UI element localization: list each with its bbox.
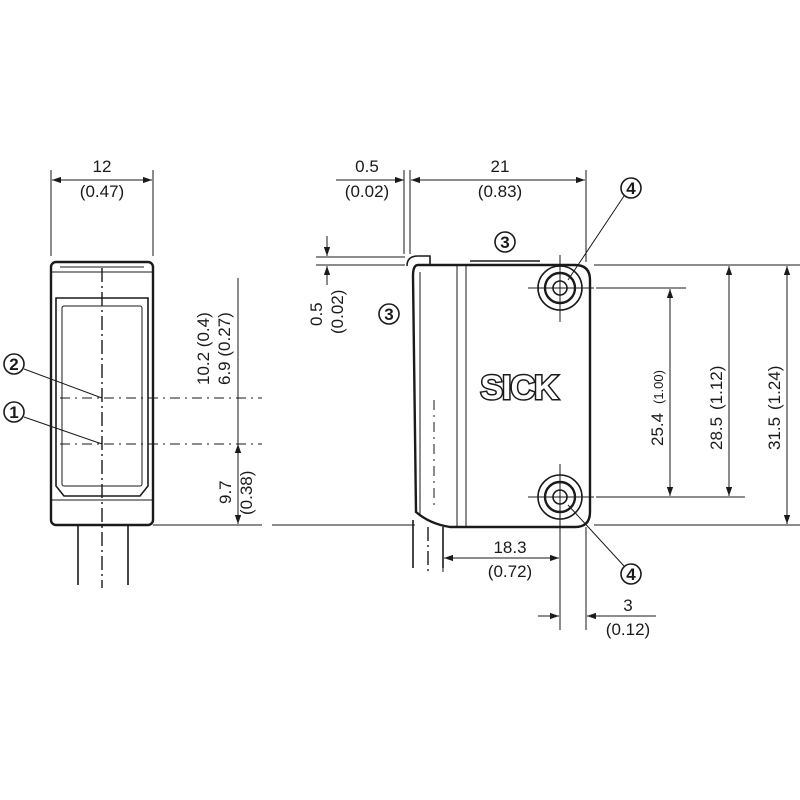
callout-2: 2 bbox=[3, 353, 103, 399]
callout-4-top: 4 bbox=[567, 177, 642, 281]
side-housing bbox=[411, 263, 592, 529]
front-width-mm: 12 bbox=[93, 157, 112, 176]
callout-3-top: 3 bbox=[494, 231, 516, 253]
front-upper-axis-label: 10.2 (0.4) bbox=[194, 312, 213, 385]
hole-edge-mm: 3 bbox=[623, 596, 632, 615]
callout-2-circle bbox=[3, 353, 25, 375]
callout-4-top-leader bbox=[567, 195, 625, 281]
sick-logo: SICK bbox=[480, 369, 559, 407]
callout-4-top-circle bbox=[620, 177, 642, 199]
front-bottom-offset-in: (0.38) bbox=[237, 471, 256, 515]
side-front-lip bbox=[406, 255, 431, 267]
callout-3-top-circle bbox=[494, 231, 516, 253]
hole-outer-in: (1.12) bbox=[707, 366, 726, 410]
mounting-hole-top bbox=[528, 255, 594, 322]
hole-spacing-in: (1.00) bbox=[651, 370, 666, 404]
side-top-offset-in: (0.02) bbox=[328, 290, 347, 334]
front-bottom-offset-mm: 9.7 bbox=[216, 480, 235, 504]
front-lens-window bbox=[55, 297, 149, 497]
callout-4-bottom-leader bbox=[567, 504, 625, 567]
side-front-offset-mm: 0.5 bbox=[355, 157, 379, 176]
hole-depth-mm: 18.3 bbox=[493, 538, 526, 557]
callout-2-leader bbox=[23, 368, 103, 399]
callout-1-circle bbox=[3, 401, 25, 423]
front-housing bbox=[49, 260, 155, 527]
callout-3-top-number: 3 bbox=[500, 233, 509, 252]
side-depth-in: (0.83) bbox=[478, 182, 522, 201]
callout-1-number: 1 bbox=[9, 403, 18, 422]
front-lower-axis-label: 6.9 (0.27) bbox=[215, 312, 234, 385]
callout-4-bottom: 4 bbox=[567, 504, 642, 585]
side-top-offset-mm: 0.5 bbox=[307, 302, 326, 326]
front-view: 12 (0.47) 10.2 (0.4) 6.9 (0.27) 9.7 (0.3… bbox=[3, 157, 262, 588]
callout-3-side: 3 bbox=[378, 303, 400, 325]
side-view: SICK 0.5 (0.02) 21 (0.83) bbox=[272, 157, 800, 639]
callout-3-side-circle bbox=[378, 303, 400, 325]
mounting-hole-bottom bbox=[528, 464, 594, 630]
callout-3-side-number: 3 bbox=[384, 305, 393, 324]
callout-1: 1 bbox=[3, 401, 103, 445]
callout-4-bottom-number: 4 bbox=[626, 565, 636, 584]
hole-outer-mm: 28.5 bbox=[707, 417, 726, 450]
height-mm: 31.5 bbox=[765, 417, 784, 450]
side-depth-mm: 21 bbox=[491, 157, 510, 176]
callout-2-number: 2 bbox=[9, 355, 18, 374]
hole-depth-in: (0.72) bbox=[488, 562, 532, 581]
callout-4-top-number: 4 bbox=[626, 179, 636, 198]
hole-edge-in: (0.12) bbox=[606, 620, 650, 639]
hole-spacing-mm: 25.4 bbox=[648, 413, 667, 446]
front-width-in: (0.47) bbox=[80, 182, 124, 201]
height-in: (1.24) bbox=[765, 366, 784, 410]
side-front-offset-in: (0.02) bbox=[345, 182, 389, 201]
callout-4-bottom-circle bbox=[620, 563, 642, 585]
callout-1-leader bbox=[23, 416, 103, 445]
